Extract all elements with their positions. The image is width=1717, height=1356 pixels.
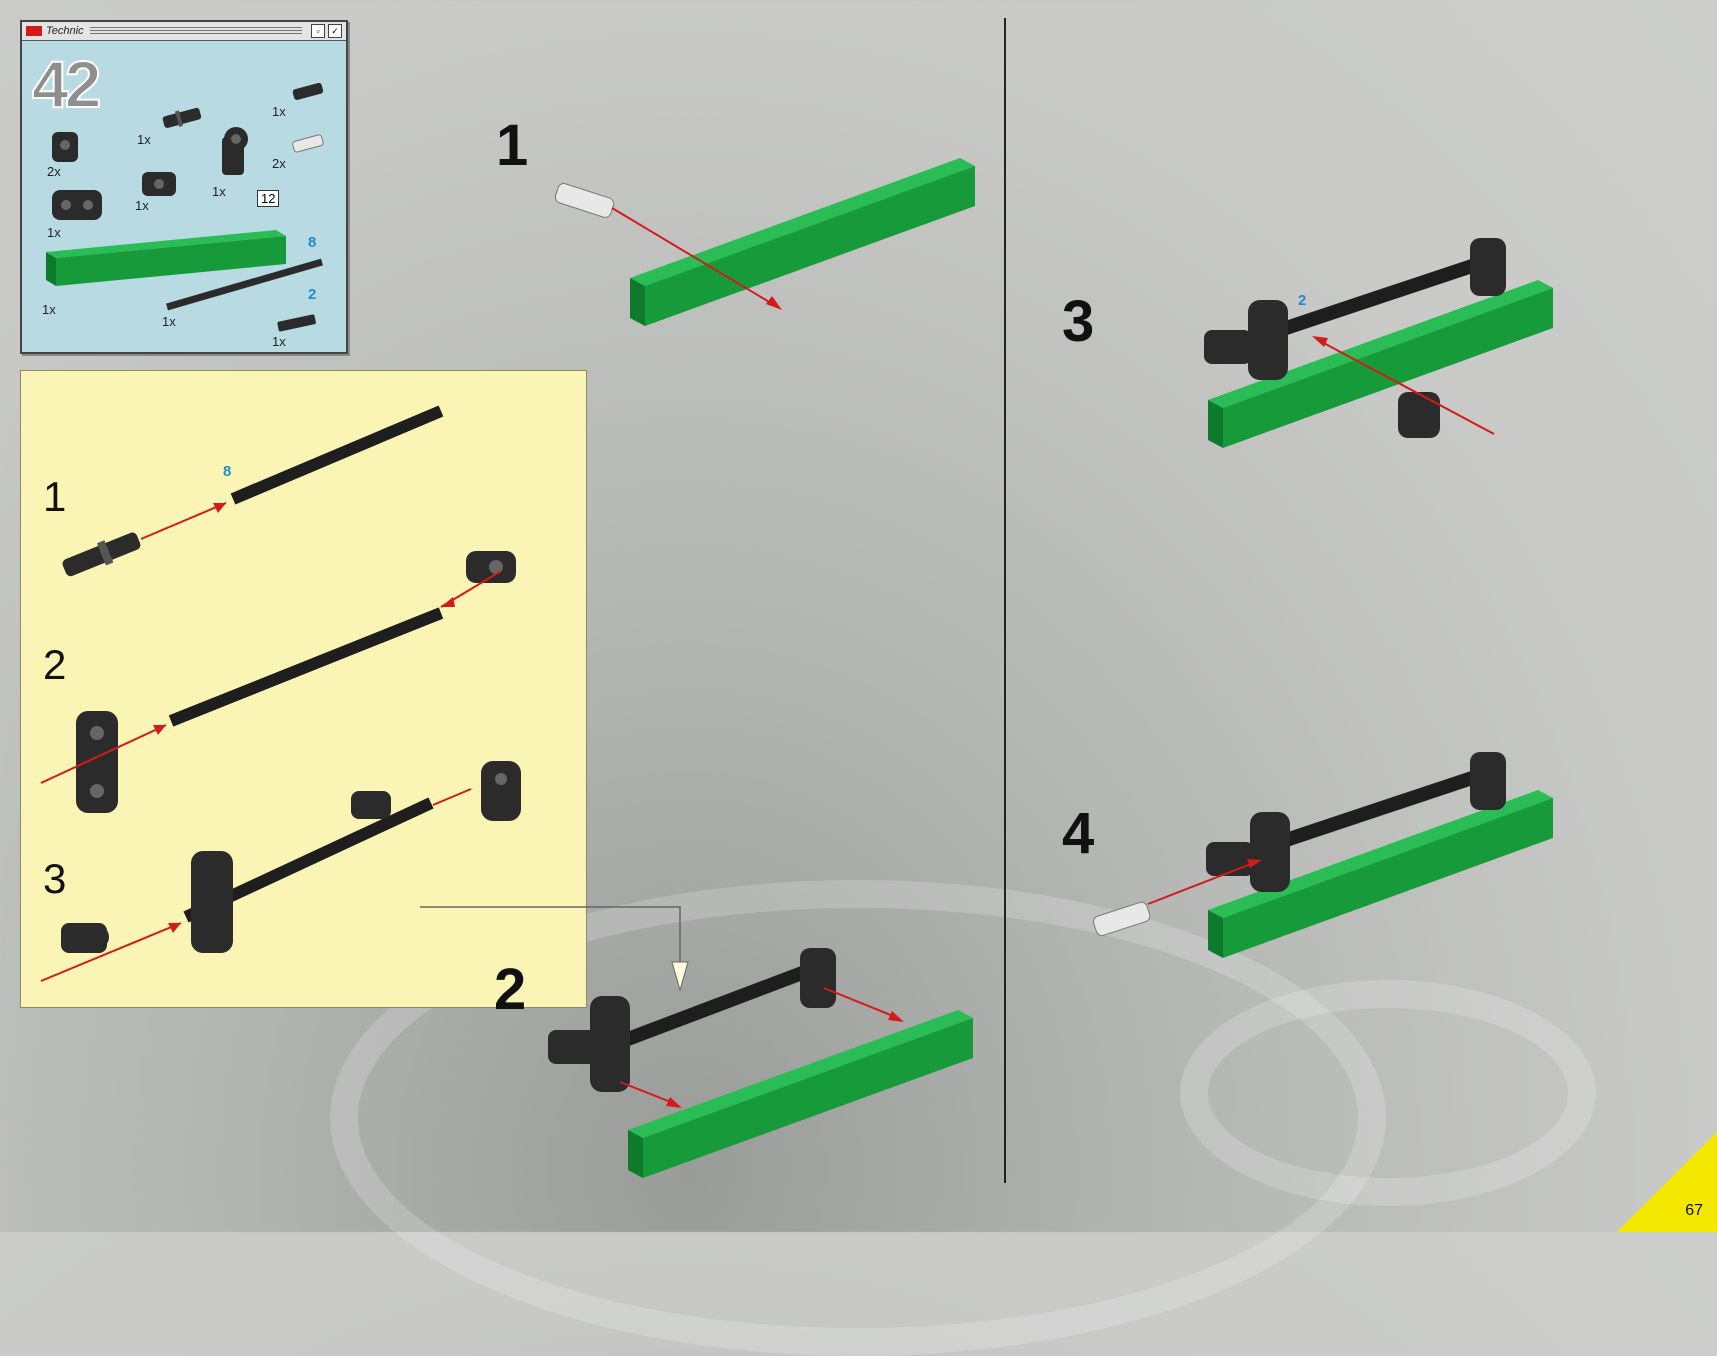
step3-angle-connector (1204, 330, 1252, 364)
arrowhead (766, 296, 782, 310)
connector-icon (52, 132, 78, 162)
pin-short-icon (292, 82, 324, 100)
step4-cross-block (1470, 752, 1506, 810)
parts-step-number: 42 (31, 46, 102, 122)
part-qty: 1x (137, 132, 151, 147)
part-qty: 1x (42, 302, 56, 317)
double-connector-icon (52, 190, 102, 220)
parts-illustrations (46, 82, 324, 332)
step4-angle-connector (1206, 842, 1254, 876)
lego-logo-icon (26, 26, 42, 36)
arrowhead (888, 1011, 904, 1022)
axle-pin-icon (292, 134, 324, 153)
titlebar-lines (89, 27, 302, 35)
part-qty: 1x (135, 198, 149, 213)
step2-cross-block (800, 948, 836, 1008)
double-connector (76, 711, 118, 813)
parts-list-window: Technic ▫ ✓ 42 1x 1x 2x 2x 1x 1x 1x 12 8… (20, 20, 348, 354)
sub-assembly-panel: 1 2 3 8 (20, 370, 587, 1008)
arrowhead (441, 597, 455, 607)
main-step-number: 2 (494, 957, 527, 1022)
insert-arrow (432, 788, 472, 806)
axle-8-icon (166, 258, 323, 311)
step3-arrow (1317, 339, 1495, 435)
pin-long-icon (162, 107, 202, 128)
beam-12-icon (46, 230, 286, 286)
step2-arrow (619, 1081, 677, 1105)
insert-arrow (40, 724, 167, 784)
step3-axle-length-label: 2 (1298, 292, 1307, 309)
step2-angle-connector (548, 1030, 598, 1064)
arrowhead (1247, 859, 1262, 868)
window-check-icon: ✓ (328, 24, 342, 38)
window-box-icon: ▫ (311, 24, 325, 38)
part-qty: 1x (212, 184, 226, 199)
sub-step-number: 2 (43, 641, 67, 688)
part-qty: 2x (272, 156, 286, 171)
parts-window-title: Technic (46, 25, 84, 37)
step3-cross-block (1470, 238, 1506, 296)
pin-long (62, 532, 141, 577)
sub-assembly-illustrations (40, 405, 521, 982)
main-step-number: 3 (1062, 289, 1095, 354)
step4-double-connector (1250, 812, 1290, 892)
parts-window-titlebar: Technic ▫ ✓ (22, 22, 346, 41)
main-illustrations (548, 158, 1553, 1178)
main-step-number: 4 (1062, 801, 1095, 866)
part-qty: 2x (47, 164, 61, 179)
part-qty: 1x (47, 225, 61, 240)
page-divider (1004, 18, 1006, 1183)
angle-connector (61, 923, 109, 953)
sub-step-number: 3 (43, 855, 67, 902)
insert-arrow (40, 922, 182, 982)
axle-8 (230, 405, 444, 505)
sub-step-number: 1 (43, 473, 67, 520)
step1-arrow (611, 207, 777, 307)
page-number: 67 (1685, 1202, 1703, 1219)
step1-pin (554, 183, 615, 218)
step2-arrow (823, 987, 899, 1019)
step2-beam (628, 1010, 973, 1178)
main-step-number: 1 (496, 113, 529, 178)
part-qty: 1x (272, 334, 286, 349)
step4-pin (1093, 901, 1151, 936)
cross-block-icon (142, 172, 176, 196)
arrowhead (168, 923, 181, 933)
sub-axle-length-label: 8 (223, 463, 232, 480)
beam-length-label: 12 (257, 190, 280, 207)
page-corner (1617, 1132, 1717, 1232)
connector (351, 791, 391, 819)
angle-connector-icon (222, 127, 248, 175)
arrowhead (213, 503, 226, 513)
part-qty: 1x (272, 104, 286, 119)
connector (466, 551, 516, 583)
arrowhead (1312, 336, 1328, 347)
step1-beam (630, 158, 975, 326)
step3-connector (1398, 392, 1440, 438)
arrowhead (666, 1097, 682, 1108)
part-qty: 1x (162, 314, 176, 329)
short-axle-length-label: 2 (308, 286, 317, 303)
axle-2-icon (277, 314, 316, 332)
arrowhead (153, 725, 166, 735)
double-connector (191, 851, 233, 953)
step3-axle (1247, 253, 1493, 347)
cross-block (481, 761, 521, 821)
insert-arrow (140, 502, 227, 540)
step3-double-connector (1248, 300, 1288, 380)
step2-double-connector (590, 996, 630, 1092)
axle-with-pin (168, 607, 444, 727)
step4-arrow (1147, 861, 1257, 905)
axle-length-label: 8 (308, 234, 317, 251)
step2-axle (617, 963, 813, 1049)
